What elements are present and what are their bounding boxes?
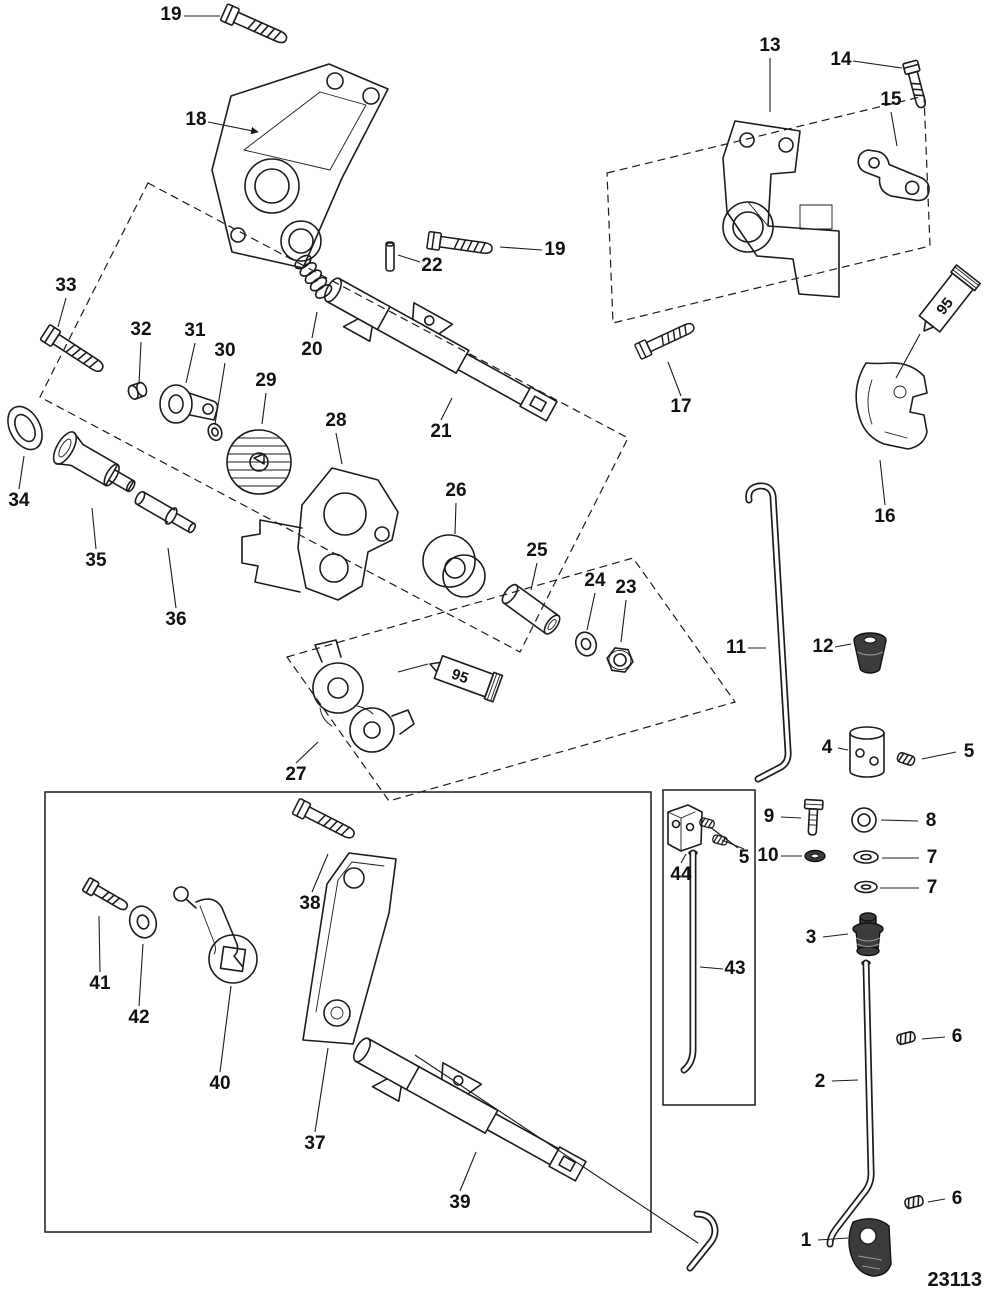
part-2-shift-rod bbox=[826, 959, 875, 1248]
part-41-bolt bbox=[81, 876, 132, 915]
part-34-ring bbox=[7, 405, 43, 451]
part-42-washer bbox=[128, 905, 158, 939]
part-14-bolt bbox=[901, 59, 931, 111]
lube-label-upper: 95 bbox=[933, 295, 957, 319]
part-33-bolt bbox=[39, 323, 108, 378]
part-1-anchor-block bbox=[848, 1218, 892, 1277]
part-28-mount-plate bbox=[241, 467, 399, 601]
lube-label-lower: 95 bbox=[449, 666, 470, 688]
grease-tube-lower: 95 bbox=[397, 655, 504, 703]
part-27-cam-lever bbox=[312, 639, 415, 753]
part-17-bolt bbox=[633, 318, 698, 361]
part-40-cam-arm bbox=[173, 886, 258, 984]
bent-link-pin bbox=[414, 1054, 719, 1272]
part-30-washer bbox=[207, 422, 223, 442]
part-5-spring-pin-a bbox=[895, 751, 917, 767]
part-22-pin bbox=[385, 241, 395, 272]
part-32-bushing bbox=[127, 381, 148, 400]
grease-tube-upper: 95 bbox=[895, 264, 981, 379]
part-36-pin-shaft bbox=[134, 490, 197, 534]
part-21-actuator-shaft bbox=[313, 261, 567, 436]
inset-box-lower-assembly bbox=[44, 791, 652, 1233]
part-9-screw bbox=[803, 798, 824, 836]
part-6-spring-pin-a bbox=[895, 1030, 917, 1046]
part-12-grommet bbox=[853, 632, 887, 674]
part-37-bracket-arm bbox=[302, 852, 397, 1045]
inset-box-link-rod bbox=[662, 789, 756, 1106]
part-20-spring bbox=[294, 254, 333, 299]
part-38-bolt bbox=[291, 797, 359, 844]
part-13-bracket bbox=[722, 120, 840, 298]
part-18-bracket bbox=[211, 63, 389, 269]
part-19-bolt-top bbox=[219, 2, 291, 49]
part-4-swivel-block bbox=[849, 726, 885, 778]
part-26-cam-follower bbox=[422, 534, 486, 598]
leader-lines bbox=[18, 15, 957, 1241]
part-25-spacer bbox=[501, 583, 561, 635]
part-5-spring-pin-b2 bbox=[711, 833, 729, 847]
part-3-grommet bbox=[852, 912, 884, 957]
part-35-plunger bbox=[52, 431, 136, 493]
part-19-bolt-side bbox=[426, 230, 494, 259]
part-44-block bbox=[667, 804, 703, 852]
part-11-link-rod bbox=[745, 482, 792, 783]
part-7-washer-a bbox=[853, 850, 879, 864]
part-8-o-ring bbox=[851, 807, 877, 833]
part-7-washer-b bbox=[854, 880, 878, 894]
part-31-lever bbox=[159, 384, 219, 424]
part-23-nut bbox=[606, 647, 634, 673]
part-15-link-plate bbox=[857, 149, 930, 202]
part-43-link-rod bbox=[680, 849, 698, 1074]
part-6-spring-pin-b bbox=[903, 1194, 925, 1210]
part-24-washer bbox=[574, 631, 598, 657]
part-29-grooved-roller bbox=[226, 429, 292, 495]
diagram-code: 23113 bbox=[927, 1269, 982, 1291]
part-16-clamp bbox=[855, 362, 928, 450]
part-10-washer bbox=[804, 849, 826, 863]
